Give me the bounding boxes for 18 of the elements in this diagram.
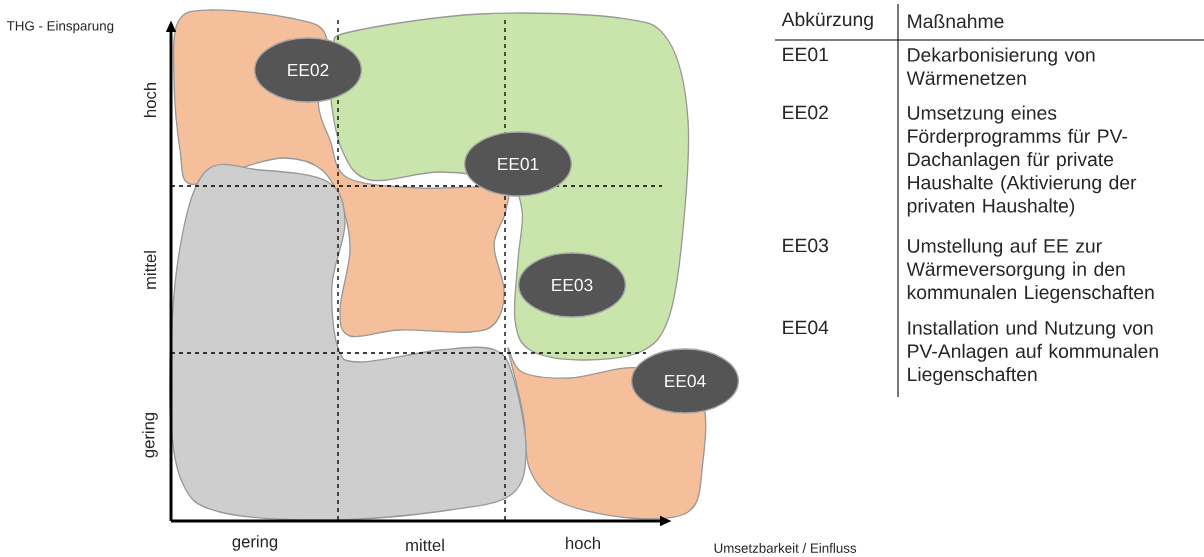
axis-title: Umsetzbarkeit / Einfluss [714,543,857,553]
table-cell: EE03 [783,238,829,253]
column-header: Maßnahme [908,13,1004,29]
axis-title: THG - Einsparung [6,20,114,34]
tick-label: mittel [406,538,444,552]
tick-label: hoch [566,536,600,550]
table-cell: Umsetzung eines Förderprogramms für PV-Dachanlagen für private Haushalte (Aktivierung der privaten Haushalte) [907,105,1137,217]
table-cell: EE04 [783,320,829,335]
table-cell: Installation und Nutzung von PV-Anlagen auf kommunalen Liegenschaften [908,320,1158,385]
table-cell: EE02 [783,105,828,120]
tick-label: gering [232,535,278,551]
table-cell: Umstellung auf EE zur Wärmeversorgung in den kommunalen Liegenschaften [906,238,1154,303]
tick-label: gering [142,412,158,458]
tick-label: mittel [143,251,157,289]
table-cell: Dekarbonisierung von Wärmenetzen [906,47,1095,85]
column-header: Abkürzung [781,12,873,30]
tick-label: hoch [143,83,157,117]
table-cell: EE01 [783,47,828,62]
